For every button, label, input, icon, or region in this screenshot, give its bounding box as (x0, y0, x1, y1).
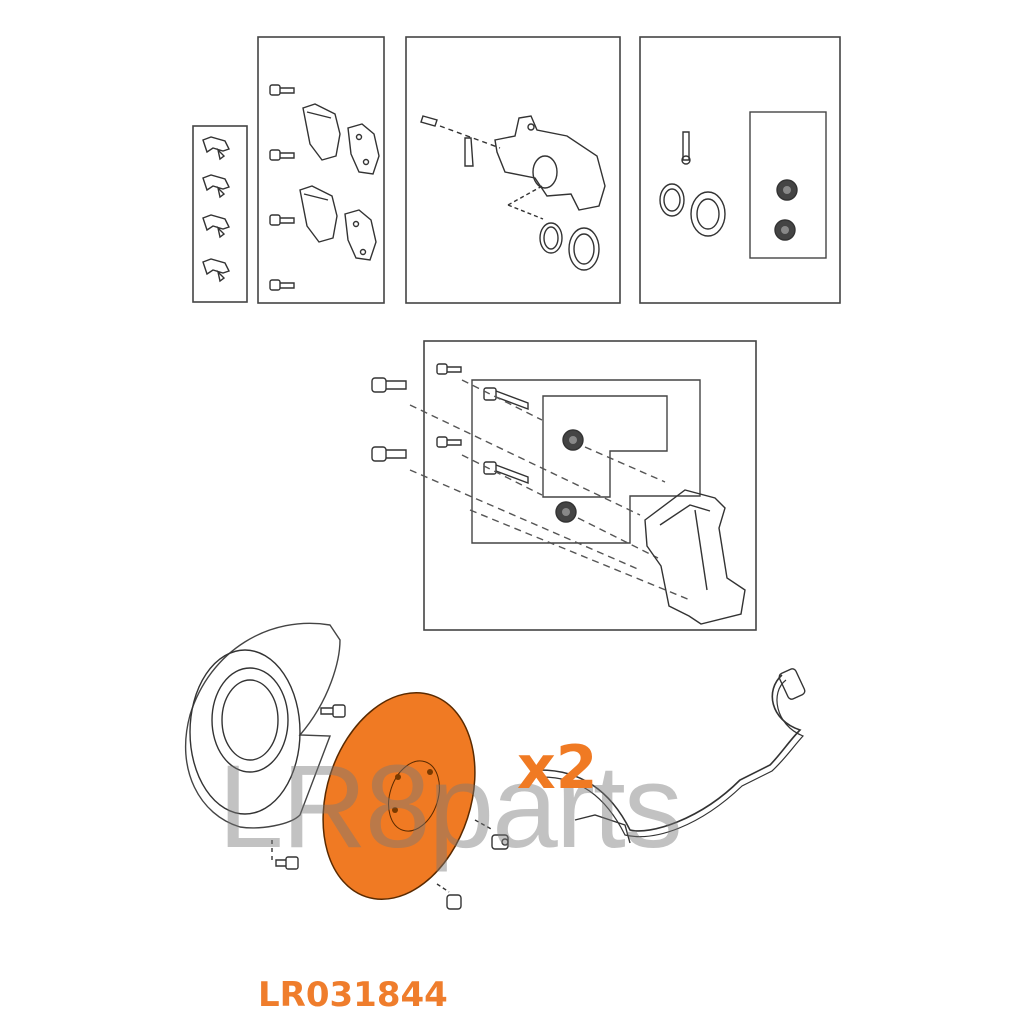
bushing-icon (555, 501, 577, 523)
dust-shield-icon (184, 622, 341, 829)
bushing-icon (562, 429, 584, 451)
brake-pad-icon (344, 209, 377, 261)
shield-bolt-icon (446, 894, 462, 910)
slide-pin-icon (483, 461, 529, 485)
bushing-icon (774, 219, 796, 241)
shield-bolt-icon (275, 856, 299, 870)
carrier-bolt-icon (371, 377, 407, 393)
guide-pin-icon (681, 131, 691, 165)
pad-clips-panel (192, 125, 248, 303)
dust-boot-icon (568, 227, 600, 271)
anti-rattle-clip-icon (202, 136, 230, 161)
caliper-carrier-panel (371, 340, 757, 631)
slide-pin-icon (483, 387, 529, 411)
brake-pad-icon (302, 103, 341, 161)
part-number-label: LR031844 (258, 975, 448, 1015)
dust-boot-icon (690, 191, 726, 237)
bolt-icon (269, 214, 295, 226)
piston-seal-icon (539, 222, 563, 254)
guide-pin-icon (464, 137, 474, 167)
brake-pad-icon (299, 185, 338, 243)
guide-bolt-icon (436, 363, 462, 375)
brake-disc-icon (322, 692, 476, 900)
bleed-screw-icon (420, 115, 438, 127)
brake-pads-panel (257, 36, 385, 304)
disc-retaining-screw-icon (491, 834, 509, 850)
anti-rattle-clip-icon (202, 174, 230, 199)
caliper-carrier-icon (644, 489, 746, 625)
bolt-icon (269, 149, 295, 161)
shield-bolt-icon (320, 704, 346, 718)
caliper-seal-kit-panel (639, 36, 841, 304)
caliper-housing-icon (494, 115, 606, 211)
brake-pad-icon (347, 123, 380, 175)
bolt-icon (269, 84, 295, 96)
bolt-icon (269, 279, 295, 291)
anti-rattle-clip-icon (202, 258, 230, 283)
bushing-icon (776, 179, 798, 201)
anti-rattle-clip-icon (202, 214, 230, 239)
quantity-label: x2 (517, 733, 598, 803)
carrier-bolt-icon (371, 446, 407, 462)
guide-bolt-icon (436, 436, 462, 448)
caliper-panel (405, 36, 621, 304)
piston-seal-icon (659, 183, 685, 217)
wheel-speed-sensor-icon (539, 668, 806, 844)
